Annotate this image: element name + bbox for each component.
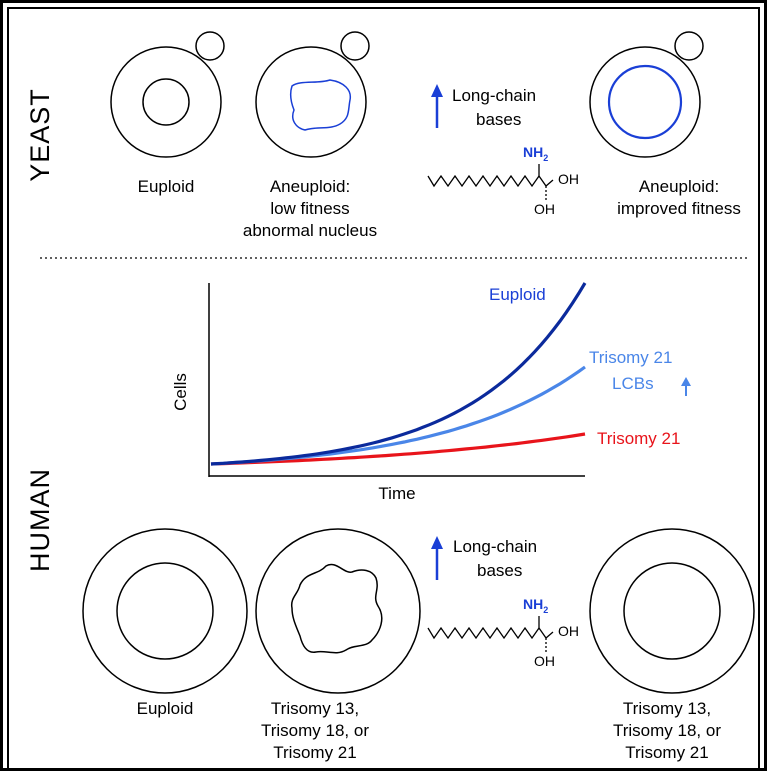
- human-trisomy-right-label-3: Trisomy 21: [625, 743, 708, 762]
- series-label-trisomy-21-lcbs-2: LCBs: [612, 374, 654, 393]
- series-label-trisomy-21-lcbs-1: Trisomy 21: [589, 348, 672, 367]
- yeast-aneuploid-low-label-1: Aneuploid:: [270, 177, 350, 196]
- oh-bottom-label: OH: [534, 653, 555, 669]
- human-lcb-label-2: bases: [477, 561, 522, 580]
- human-trisomy-left-label-3: Trisomy 21: [273, 743, 356, 762]
- yeast-aneuploid-improved-cell: [589, 31, 704, 158]
- human-trisomy-cell-right: [589, 528, 755, 694]
- abnormal-nucleus: [289, 79, 352, 131]
- yeast-lcb-label-1: Long-chain: [452, 86, 536, 105]
- yeast-euploid-cell: [110, 31, 225, 158]
- up-arrow-icon: [431, 84, 443, 128]
- human-trisomy-left-label-2: Trisomy 18, or: [261, 721, 369, 740]
- abnormal-nucleus: [290, 563, 383, 654]
- human-trisomy-cell-left: [255, 528, 421, 694]
- human-euploid-label: Euploid: [137, 699, 194, 718]
- sphingoid-base-structure: NH2 OH OH: [427, 596, 579, 669]
- yeast-aneuploid-low-label-2: low fitness: [270, 199, 349, 218]
- series-line-trisomy-21-lcbs: [210, 365, 586, 466]
- nh2-label: NH2: [523, 144, 548, 163]
- nh2-label: NH2: [523, 596, 548, 615]
- human-lcb-label-1: Long-chain: [453, 537, 537, 556]
- inner-frame: [7, 7, 760, 771]
- series-label-trisomy-21: Trisomy 21: [597, 429, 680, 448]
- yeast-euploid-label: Euploid: [138, 177, 195, 196]
- human-trisomy-right-label-1: Trisomy 13,: [623, 699, 711, 718]
- growth-chart: Cells Time Euploid Trisomy 21 LCBs Triso…: [171, 282, 691, 503]
- oh-right-label: OH: [558, 171, 579, 187]
- human-trisomy-left-label-1: Trisomy 13,: [271, 699, 359, 718]
- chart-x-label: Time: [378, 484, 415, 503]
- up-arrow-icon: [431, 536, 443, 580]
- small-up-arrow-icon: [681, 377, 691, 396]
- yeast-lcb-label-2: bases: [476, 110, 521, 129]
- yeast-aneuploid-improved-label-2: improved fitness: [617, 199, 741, 218]
- human-trisomy-right-label-2: Trisomy 18, or: [613, 721, 721, 740]
- section-title-human: HUMAN: [25, 468, 55, 572]
- yeast-aneuploid-improved-label-1: Aneuploid:: [639, 177, 719, 196]
- series-label-euploid: Euploid: [489, 285, 546, 304]
- section-title-yeast: YEAST: [25, 88, 55, 182]
- sphingoid-base-structure: NH2 OH OH: [427, 144, 579, 217]
- series-line-trisomy-21: [210, 432, 586, 466]
- chart-y-label: Cells: [171, 373, 190, 411]
- oh-right-label: OH: [558, 623, 579, 639]
- series-line-euploid: [210, 282, 587, 466]
- yeast-aneuploid-low-label-3: abnormal nucleus: [243, 221, 377, 240]
- yeast-aneuploid-low-cell: [255, 31, 370, 158]
- human-euploid-cell: [82, 528, 248, 694]
- oh-bottom-label: OH: [534, 201, 555, 217]
